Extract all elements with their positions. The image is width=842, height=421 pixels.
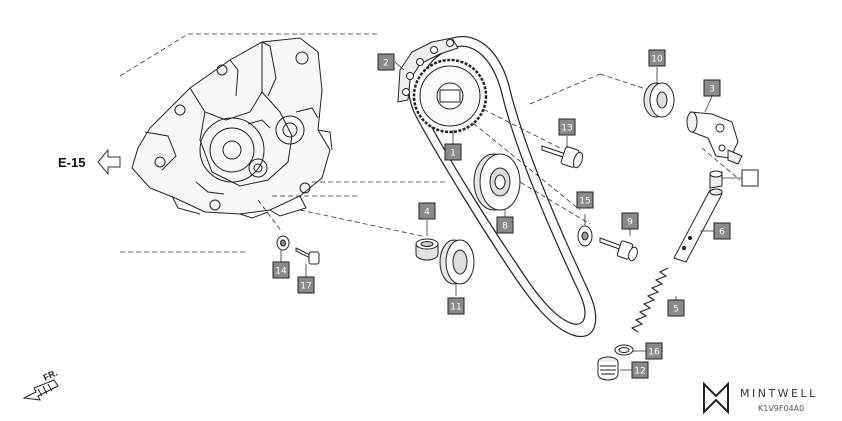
part-tag-box: [418, 202, 436, 220]
tensioner-pulley-part: [473, 153, 521, 211]
part-tag-box: [444, 143, 462, 161]
arrow-front-icon: [22, 379, 59, 401]
part-tag-9: 9: [621, 212, 639, 230]
part-tag-box: [496, 216, 514, 234]
guide-roller-part: [643, 82, 675, 118]
part-tag-number: 8: [502, 222, 508, 232]
part-tag-number: 14: [275, 267, 287, 277]
part-tag-box: [648, 49, 666, 67]
front-label: FR.: [42, 368, 59, 383]
brand-name: MINTWELL: [740, 387, 818, 400]
part-tag-box: [621, 212, 639, 230]
part-tag-13: 13: [558, 118, 576, 136]
part-tag-number: 3: [709, 85, 715, 95]
front-direction-indicator: FR.: [22, 368, 59, 401]
plug-cap-part: [709, 170, 723, 189]
part-tag-5: 5: [667, 299, 685, 317]
oring-part: [614, 344, 634, 356]
part-tag-11: 11: [447, 297, 465, 315]
diagram-code: K1V9F04A0: [758, 404, 804, 413]
part-tag-box: [576, 191, 594, 209]
part-tag-3: 3: [703, 79, 721, 97]
part-tag-2: 2: [377, 53, 395, 71]
bearing-4-part: [415, 238, 439, 261]
part-tag-15: 15: [576, 191, 594, 209]
part-tag-box: [297, 276, 315, 294]
part-tag-16: 16: [645, 342, 663, 360]
tensioner-rod-part: [673, 188, 723, 263]
part-tag-number: 13: [561, 124, 572, 134]
part-tag-box: [447, 297, 465, 315]
part-tag-box: [645, 342, 663, 360]
part-tag-4: 4: [418, 202, 436, 220]
washer-14-part: [276, 235, 290, 251]
part-tag-number: 1: [450, 149, 456, 159]
part-tag-14: 14: [272, 261, 290, 279]
part-tag-box: [558, 118, 576, 136]
part-tag-number: 16: [648, 348, 660, 358]
part-tag-8: 8: [496, 216, 514, 234]
part-tag-box: [703, 79, 721, 97]
bolt-9-part: [599, 237, 638, 262]
washer-15-part: [577, 225, 593, 247]
part-tag-10: 10: [648, 49, 666, 67]
leader-lines: [280, 61, 742, 371]
part-tag-number: 10: [651, 55, 663, 65]
part-tag-box: [713, 222, 731, 240]
part-tag-number: 5: [673, 305, 679, 315]
reference-e15: E-15: [58, 148, 121, 176]
part-tag-number: 11: [450, 303, 461, 313]
part-tag-number: 15: [579, 197, 590, 207]
part-tag-number: 17: [300, 282, 311, 292]
part-tag-17: 17: [297, 276, 315, 294]
roller-chain-part: [397, 37, 459, 103]
part-tag-12: 12: [631, 361, 649, 379]
bolt-13-part: [541, 145, 584, 169]
tensioner-arm-part: [686, 111, 743, 165]
empty-callout-box: [741, 169, 759, 187]
part-tag-6: 6: [713, 222, 731, 240]
part-tag-number: 4: [424, 208, 430, 218]
spring-part: [630, 267, 669, 333]
arrow-left-icon: [97, 148, 121, 176]
part-tag-box: [631, 361, 649, 379]
seal-11-part: [439, 239, 475, 285]
logo-mark-icon: [703, 381, 729, 415]
cam-sprocket-part: [412, 58, 488, 134]
part-tag-box: [667, 299, 685, 317]
part-tag-number: 12: [634, 367, 645, 377]
reference-label: E-15: [58, 155, 85, 170]
part-tag-number: 9: [627, 218, 633, 228]
part-tag-box: [272, 261, 290, 279]
part-tag-number: 6: [719, 228, 725, 238]
brand-logo: MINTWELL K1V9F04A0: [703, 381, 818, 415]
part-tag-number: 2: [383, 59, 389, 69]
crankcase-drawing: [131, 37, 333, 219]
part-tag-1: 1: [444, 143, 462, 161]
part-tag-box: [377, 53, 395, 71]
bolt-17-part: [295, 247, 320, 265]
sealing-bolt-part: [597, 356, 619, 381]
